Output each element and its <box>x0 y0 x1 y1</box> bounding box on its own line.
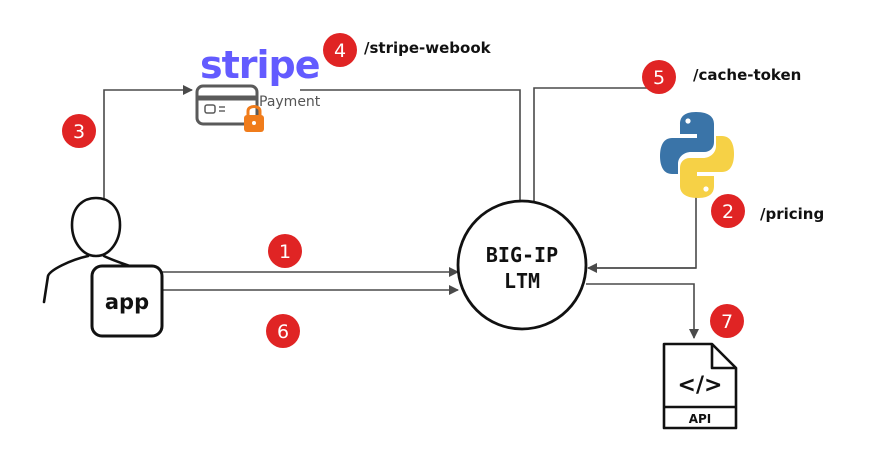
api-label: API <box>689 412 712 426</box>
connector-user-to-stripe <box>103 85 193 200</box>
api-code-glyph: </> <box>678 373 723 398</box>
endpoint-label-pricing: /pricing <box>760 205 824 223</box>
step-badge: 3 <box>62 114 96 148</box>
ltm-node: BIG-IP LTM <box>456 199 588 331</box>
connector-ltm-to-python <box>588 177 701 269</box>
step-number: 7 <box>721 311 733 333</box>
step-number: 2 <box>722 201 734 223</box>
step-badge: 4 <box>323 33 357 67</box>
lock-icon <box>244 105 264 132</box>
step-badge: 1 <box>268 234 302 268</box>
connector-stripe-to-ltm <box>300 89 525 219</box>
step-badge: 5 <box>642 60 676 94</box>
app-box[interactable]: app <box>90 264 164 338</box>
connectors <box>103 85 701 339</box>
step-badge: 6 <box>266 314 300 348</box>
api-document-icon: </> API <box>662 342 738 430</box>
step-number: 6 <box>277 321 289 343</box>
endpoint-label-cache-token: /cache-token <box>693 66 801 84</box>
python-logo <box>660 112 734 198</box>
credit-card-icon <box>195 84 259 126</box>
app-label: app <box>105 290 149 314</box>
step-badge: 7 <box>710 304 744 338</box>
ltm-line1: BIG-IP <box>486 243 558 267</box>
stripe-payment: stripe Payment <box>195 43 321 132</box>
stripe-logo: stripe <box>200 43 320 87</box>
step-number: 4 <box>334 40 346 62</box>
ltm-line2: LTM <box>504 269 540 293</box>
step-badge: 2 <box>711 194 745 228</box>
connector-python-to-ltm <box>529 87 650 219</box>
step-number: 5 <box>653 67 665 89</box>
stripe-payment-label: Payment <box>259 94 321 110</box>
step-number: 3 <box>73 121 85 143</box>
step-number: 1 <box>279 241 291 263</box>
endpoint-label-stripe-webook: /stripe-webook <box>364 39 492 57</box>
connector-ltm-to-api <box>586 283 699 339</box>
